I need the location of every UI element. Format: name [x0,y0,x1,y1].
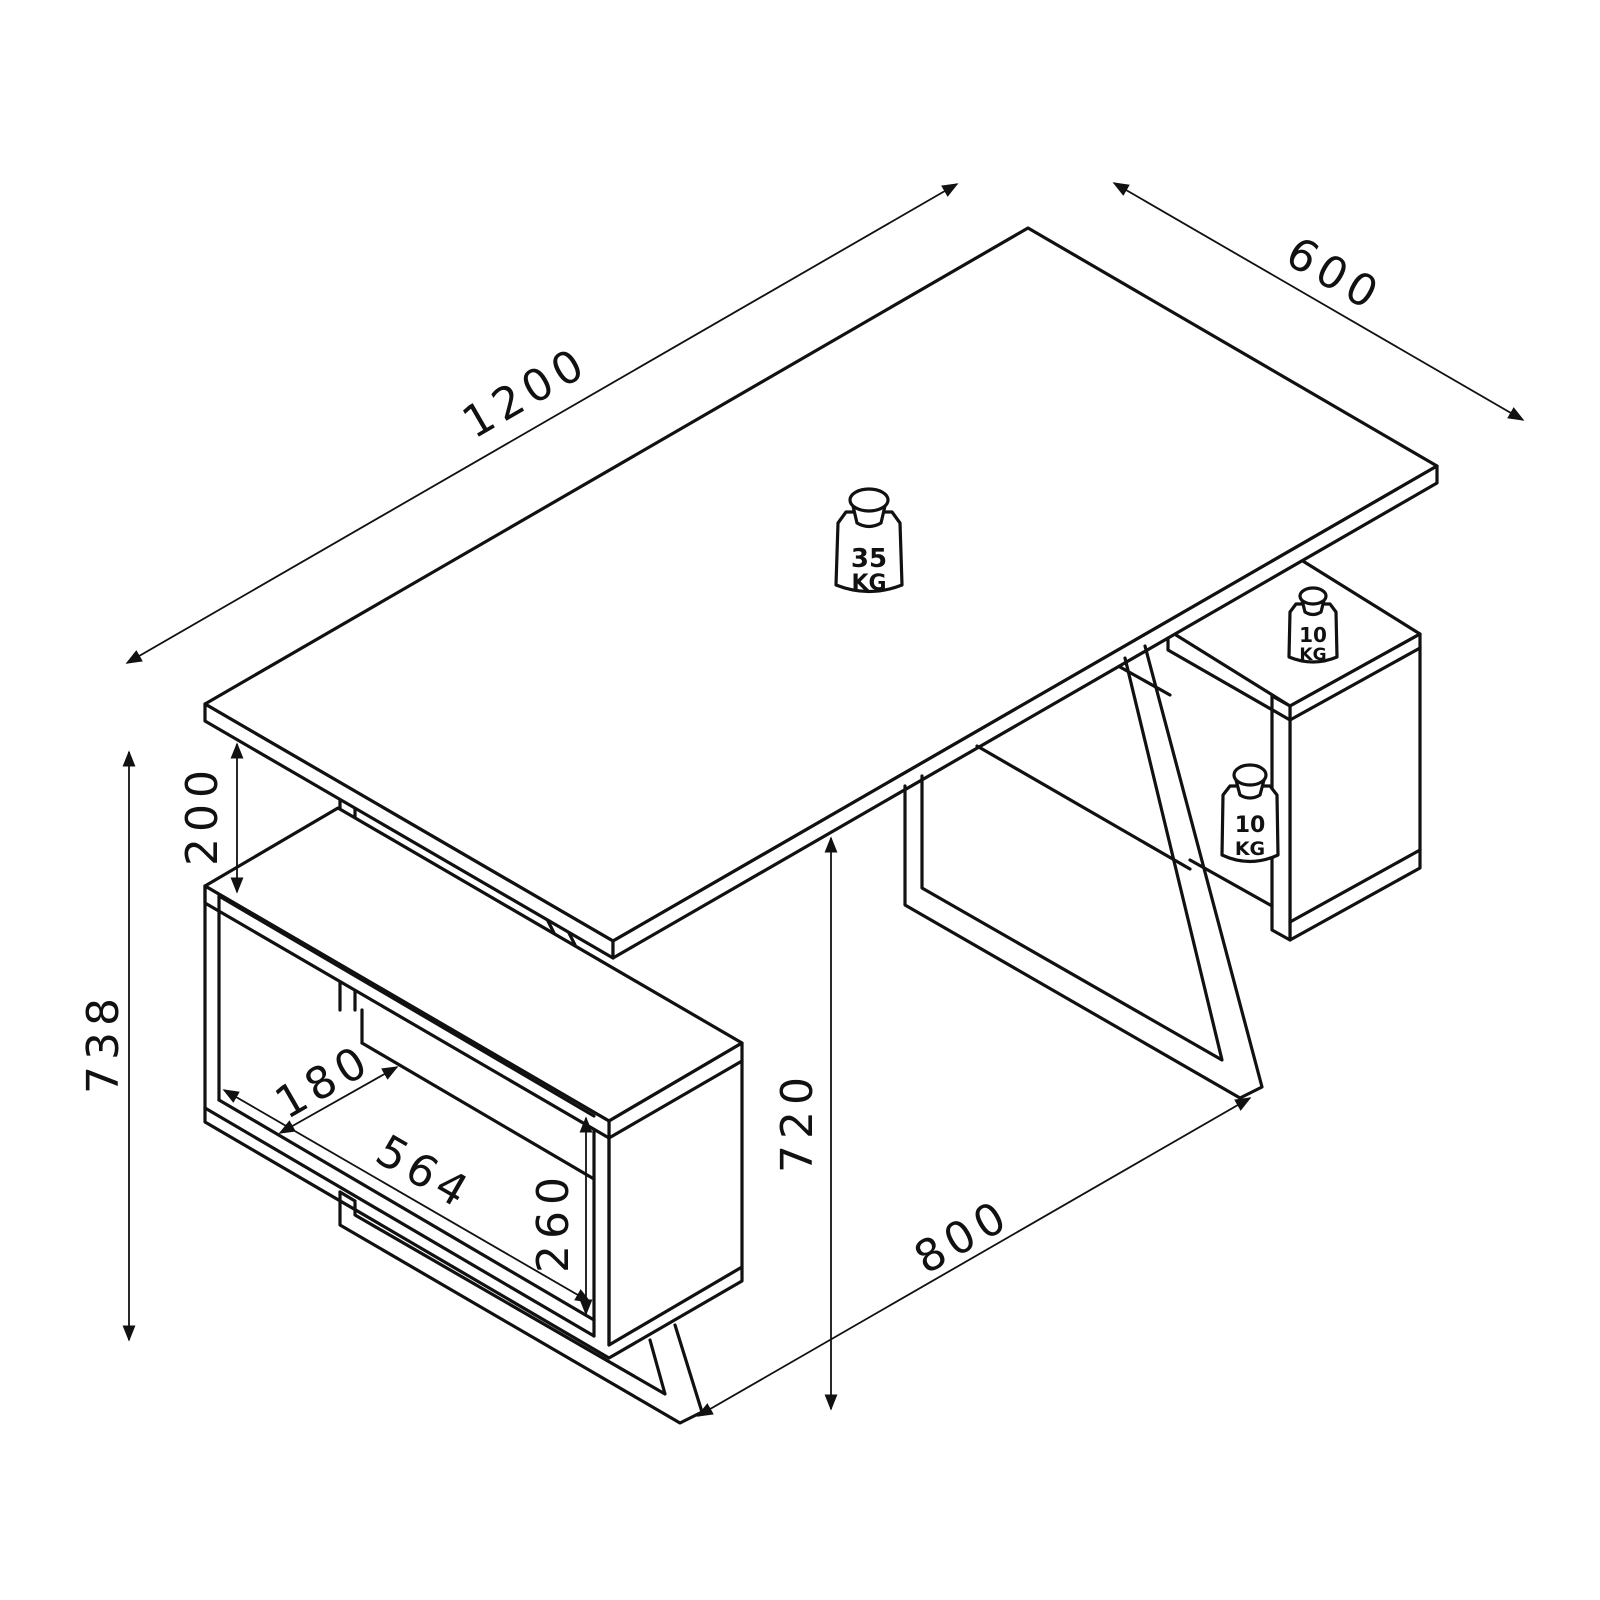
right-shelf-unit [1166,556,1422,942]
dim-label-depth: 600 [1277,227,1391,322]
weight-10kg-inner: 10 KG [1220,763,1280,864]
dim-line-width [125,183,959,664]
dimension-lines [122,182,1525,1417]
dim-line-depth [1112,182,1525,421]
dim-label-leg-span: 800 [906,1189,1020,1284]
dim-line-leg-span [696,1097,1252,1417]
weight-10kg-top-value: 10 [1299,623,1327,647]
dim-line-shelf-width [222,1089,592,1303]
weight-35kg-value: 35 [851,544,887,574]
dim-label-shelf-depth: 180 [267,1034,381,1129]
dim-label-shelf-height: 260 [528,1171,579,1273]
weight-10kg-inner-value: 10 [1235,813,1266,838]
dim-label-leg-height: 720 [772,1071,823,1173]
dim-label-top-gap: 200 [177,764,228,866]
weight-35kg-unit: KG [851,571,886,596]
weight-10kg-top: 10 KG [1287,586,1339,665]
weight-10kg-inner-unit: KG [1235,838,1265,860]
weight-10kg-top-unit: KG [1299,645,1326,665]
dim-label-total-height: 738 [78,992,129,1094]
